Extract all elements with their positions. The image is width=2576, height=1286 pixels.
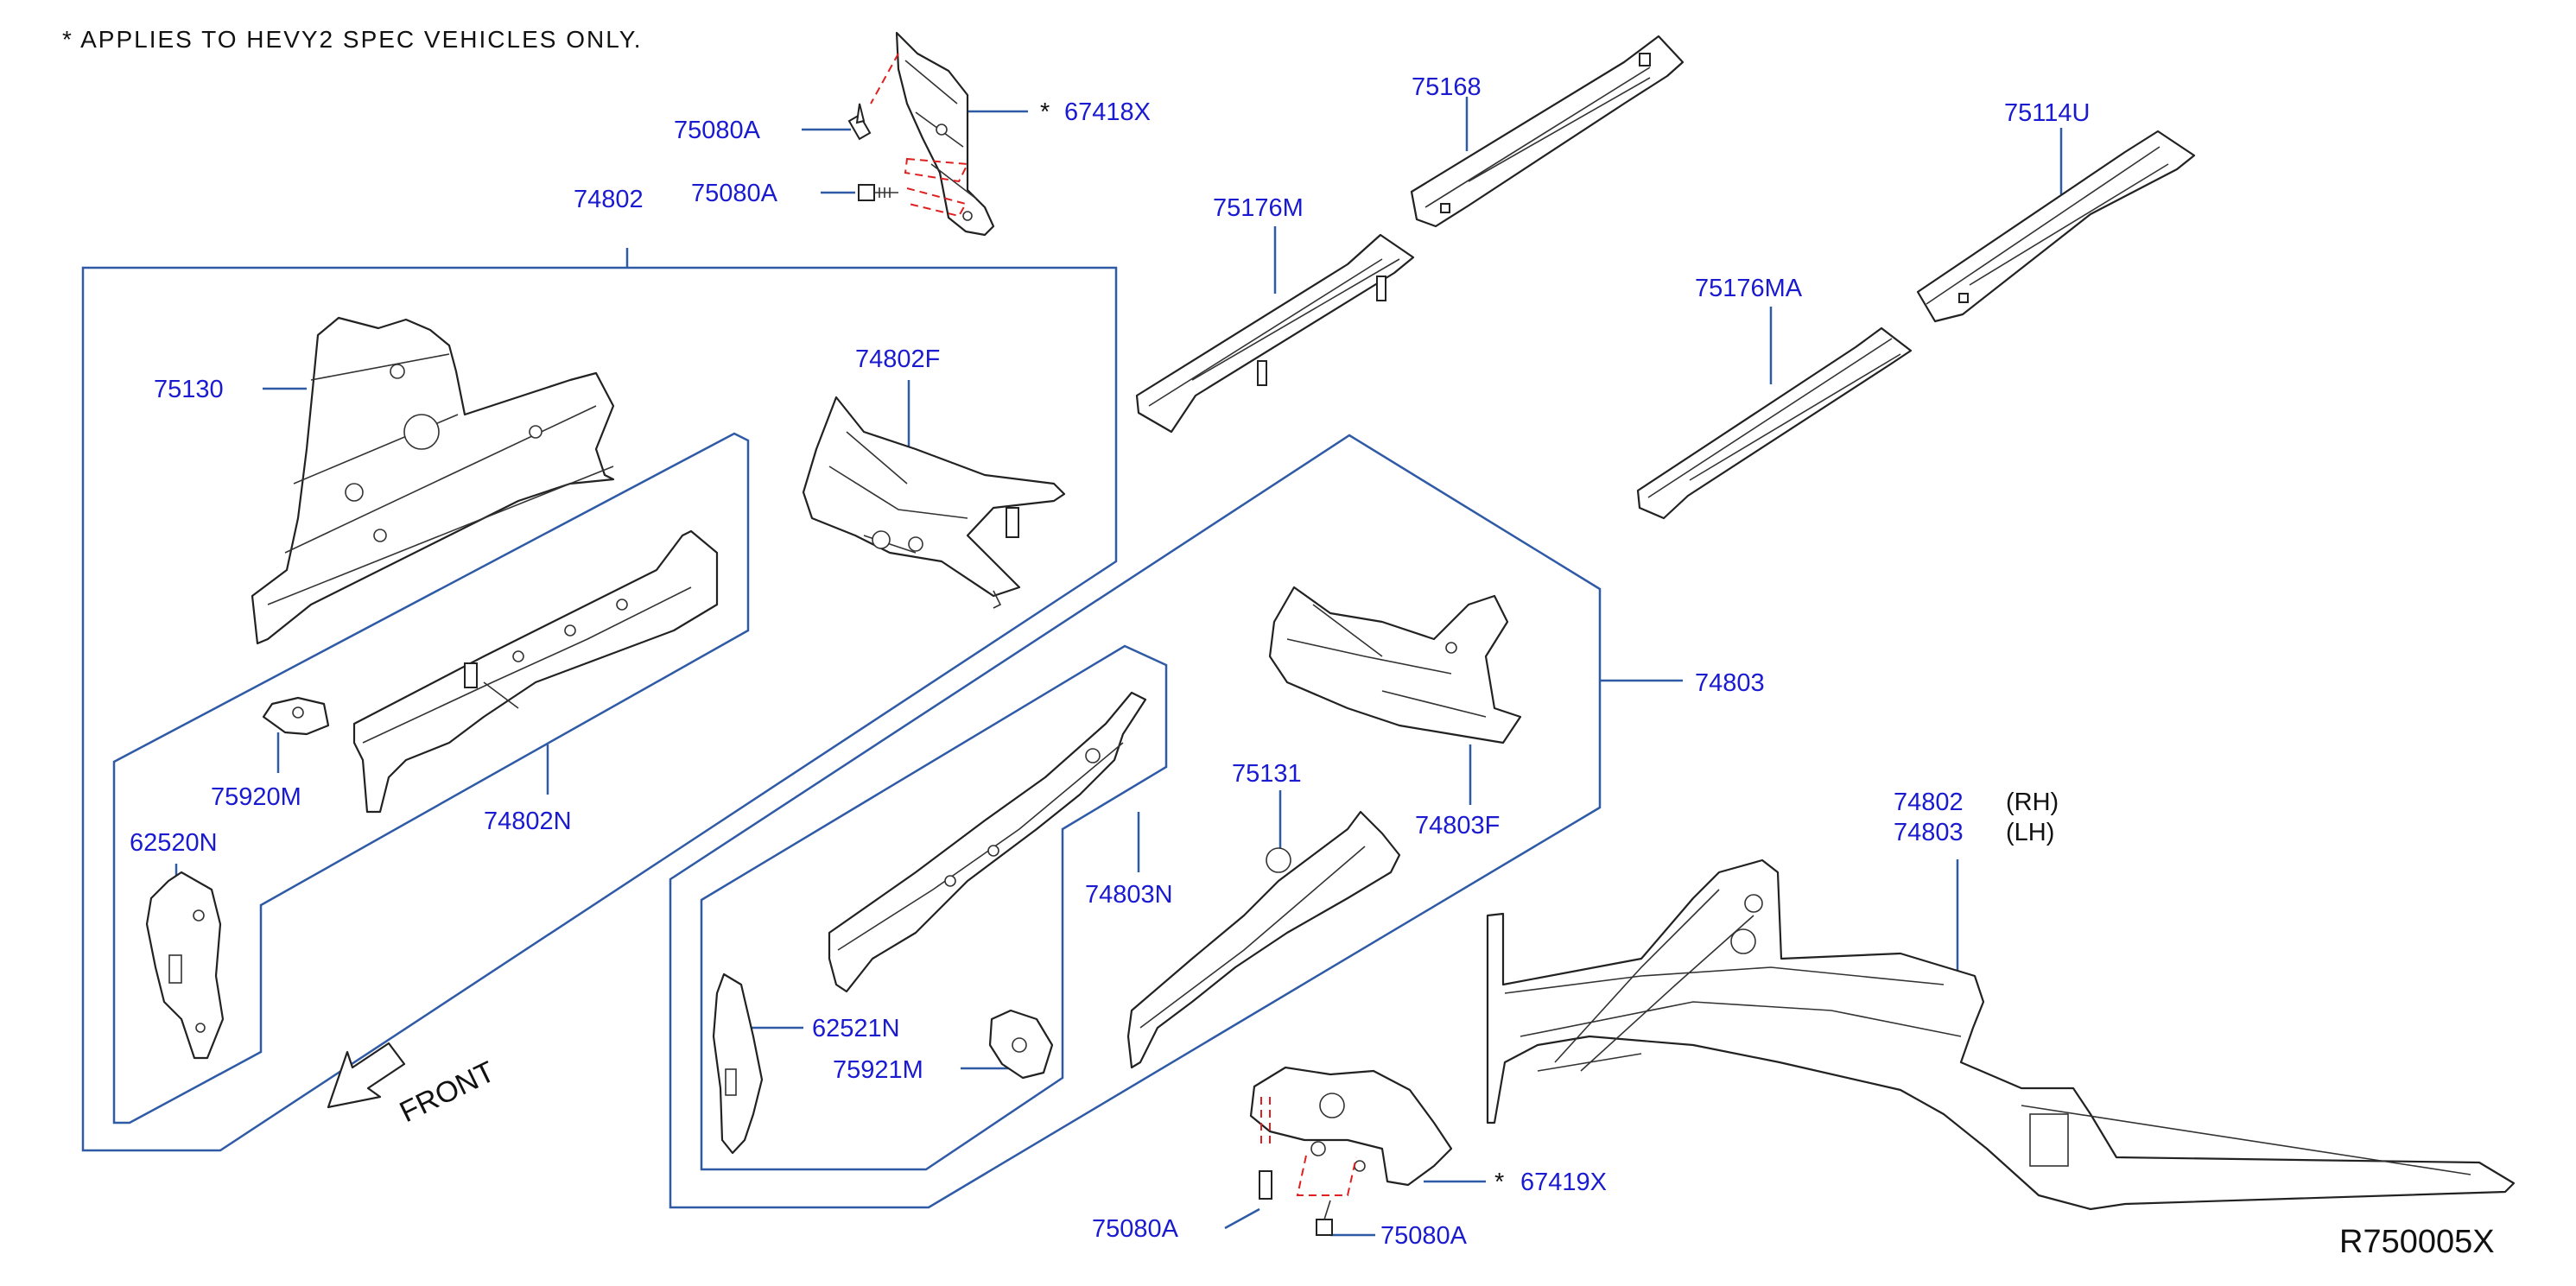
callout-75176ma: 75176MA [1695, 275, 1803, 302]
part-75130-apron [251, 316, 615, 645]
part-74803f-front-member [1268, 586, 1522, 744]
part-75921m-bracket [988, 1009, 1054, 1080]
bolt-75080a-top-1 [847, 103, 872, 141]
callout-74802-rh: 74802 [1894, 789, 1964, 816]
group-74803-outline [669, 434, 1602, 1209]
bolt-75080a-top-2 [858, 184, 898, 201]
callout-74802-group: 74802 [574, 186, 644, 213]
callout-75921m: 75921M [833, 1056, 923, 1084]
callout-74803-lh: 74803 [1894, 819, 1964, 846]
front-direction-arrow-icon [327, 1042, 406, 1109]
callout-75130: 75130 [154, 376, 224, 403]
diagram-code: R750005X [2339, 1224, 2495, 1260]
side-rh: (RH) [2006, 789, 2059, 816]
part-74802-74803-assembly [1486, 858, 2516, 1211]
callout-75080a-bottom-2: 75080A [1380, 1222, 1468, 1250]
group-74802n-outline [112, 432, 750, 1124]
part-62521n-reinforcement [712, 972, 764, 1155]
part-75176m-rail [1135, 233, 1415, 434]
callout-75131: 75131 [1232, 760, 1302, 788]
callout-74803f: 74803F [1415, 812, 1500, 839]
callout-74802f: 74802F [855, 345, 940, 373]
callout-75080a-top-1: 75080A [674, 117, 761, 144]
asterisk-67419x: * [1494, 1169, 1504, 1196]
part-75168-rail [1410, 35, 1685, 228]
callout-75168: 75168 [1412, 73, 1482, 101]
callout-74803-group: 74803 [1695, 669, 1765, 697]
callout-74803n: 74803N [1085, 881, 1173, 909]
leader-75080a-3 [1224, 1207, 1260, 1230]
callout-75080a-bottom-1: 75080A [1092, 1215, 1179, 1243]
part-74803n-side-member [828, 691, 1147, 993]
part-75920m-bracket [262, 696, 330, 736]
part-74802f-front-member [802, 396, 1066, 609]
part-62520n-reinforcement [145, 871, 225, 1060]
part-75114u-rail [1916, 130, 2196, 323]
side-lh: (LH) [2006, 819, 2054, 846]
callout-75114u: 75114U [2004, 99, 2090, 127]
group-74803n-outline [700, 644, 1168, 1171]
callout-75176m: 75176M [1213, 194, 1304, 222]
asterisk-67418x: * [1040, 98, 1050, 126]
callout-62521n: 62521N [812, 1015, 900, 1042]
part-75176ma-rail [1636, 326, 1913, 520]
bolt-75080a-bottom-1 [1259, 1170, 1272, 1200]
part-75131-apron [1126, 810, 1401, 1069]
callout-67418x: 67418X [1064, 98, 1151, 126]
callout-74802n: 74802N [484, 808, 572, 835]
group-74802-outline [81, 266, 1118, 1152]
part-74802n-side-member [352, 529, 719, 814]
part-67418x-bracket [870, 31, 995, 237]
callout-75080a-top-2: 75080A [691, 180, 778, 207]
front-label: FRONT [395, 1055, 500, 1129]
callout-75920m: 75920M [211, 783, 301, 811]
part-67419x-bracket [1249, 1066, 1453, 1196]
callout-67419x: 67419X [1520, 1169, 1607, 1196]
bolt-75080a-bottom-2 [1316, 1200, 1333, 1236]
callout-62520n: 62520N [130, 829, 218, 857]
spec-note: * APPLIES TO HEVY2 SPEC VEHICLES ONLY. [62, 26, 643, 53]
